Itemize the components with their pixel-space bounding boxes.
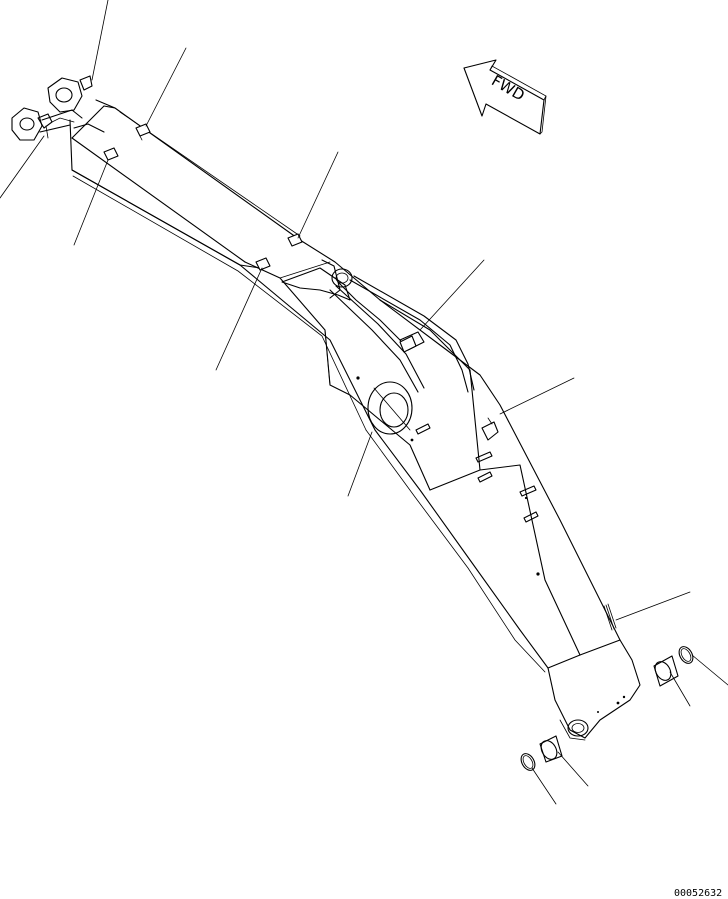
hose-clips: [103, 123, 540, 576]
fwd-arrow-icon: FWD: [463, 59, 547, 135]
serial-plate: [603, 603, 617, 631]
boom-cylinder-boss: [356, 376, 414, 442]
arm-cylinder-bracket: [281, 259, 475, 393]
drawing-number: 00052632: [674, 888, 722, 899]
leader-lines: [0, 0, 728, 805]
boom-head: [11, 75, 105, 141]
boom-body: [69, 99, 641, 741]
